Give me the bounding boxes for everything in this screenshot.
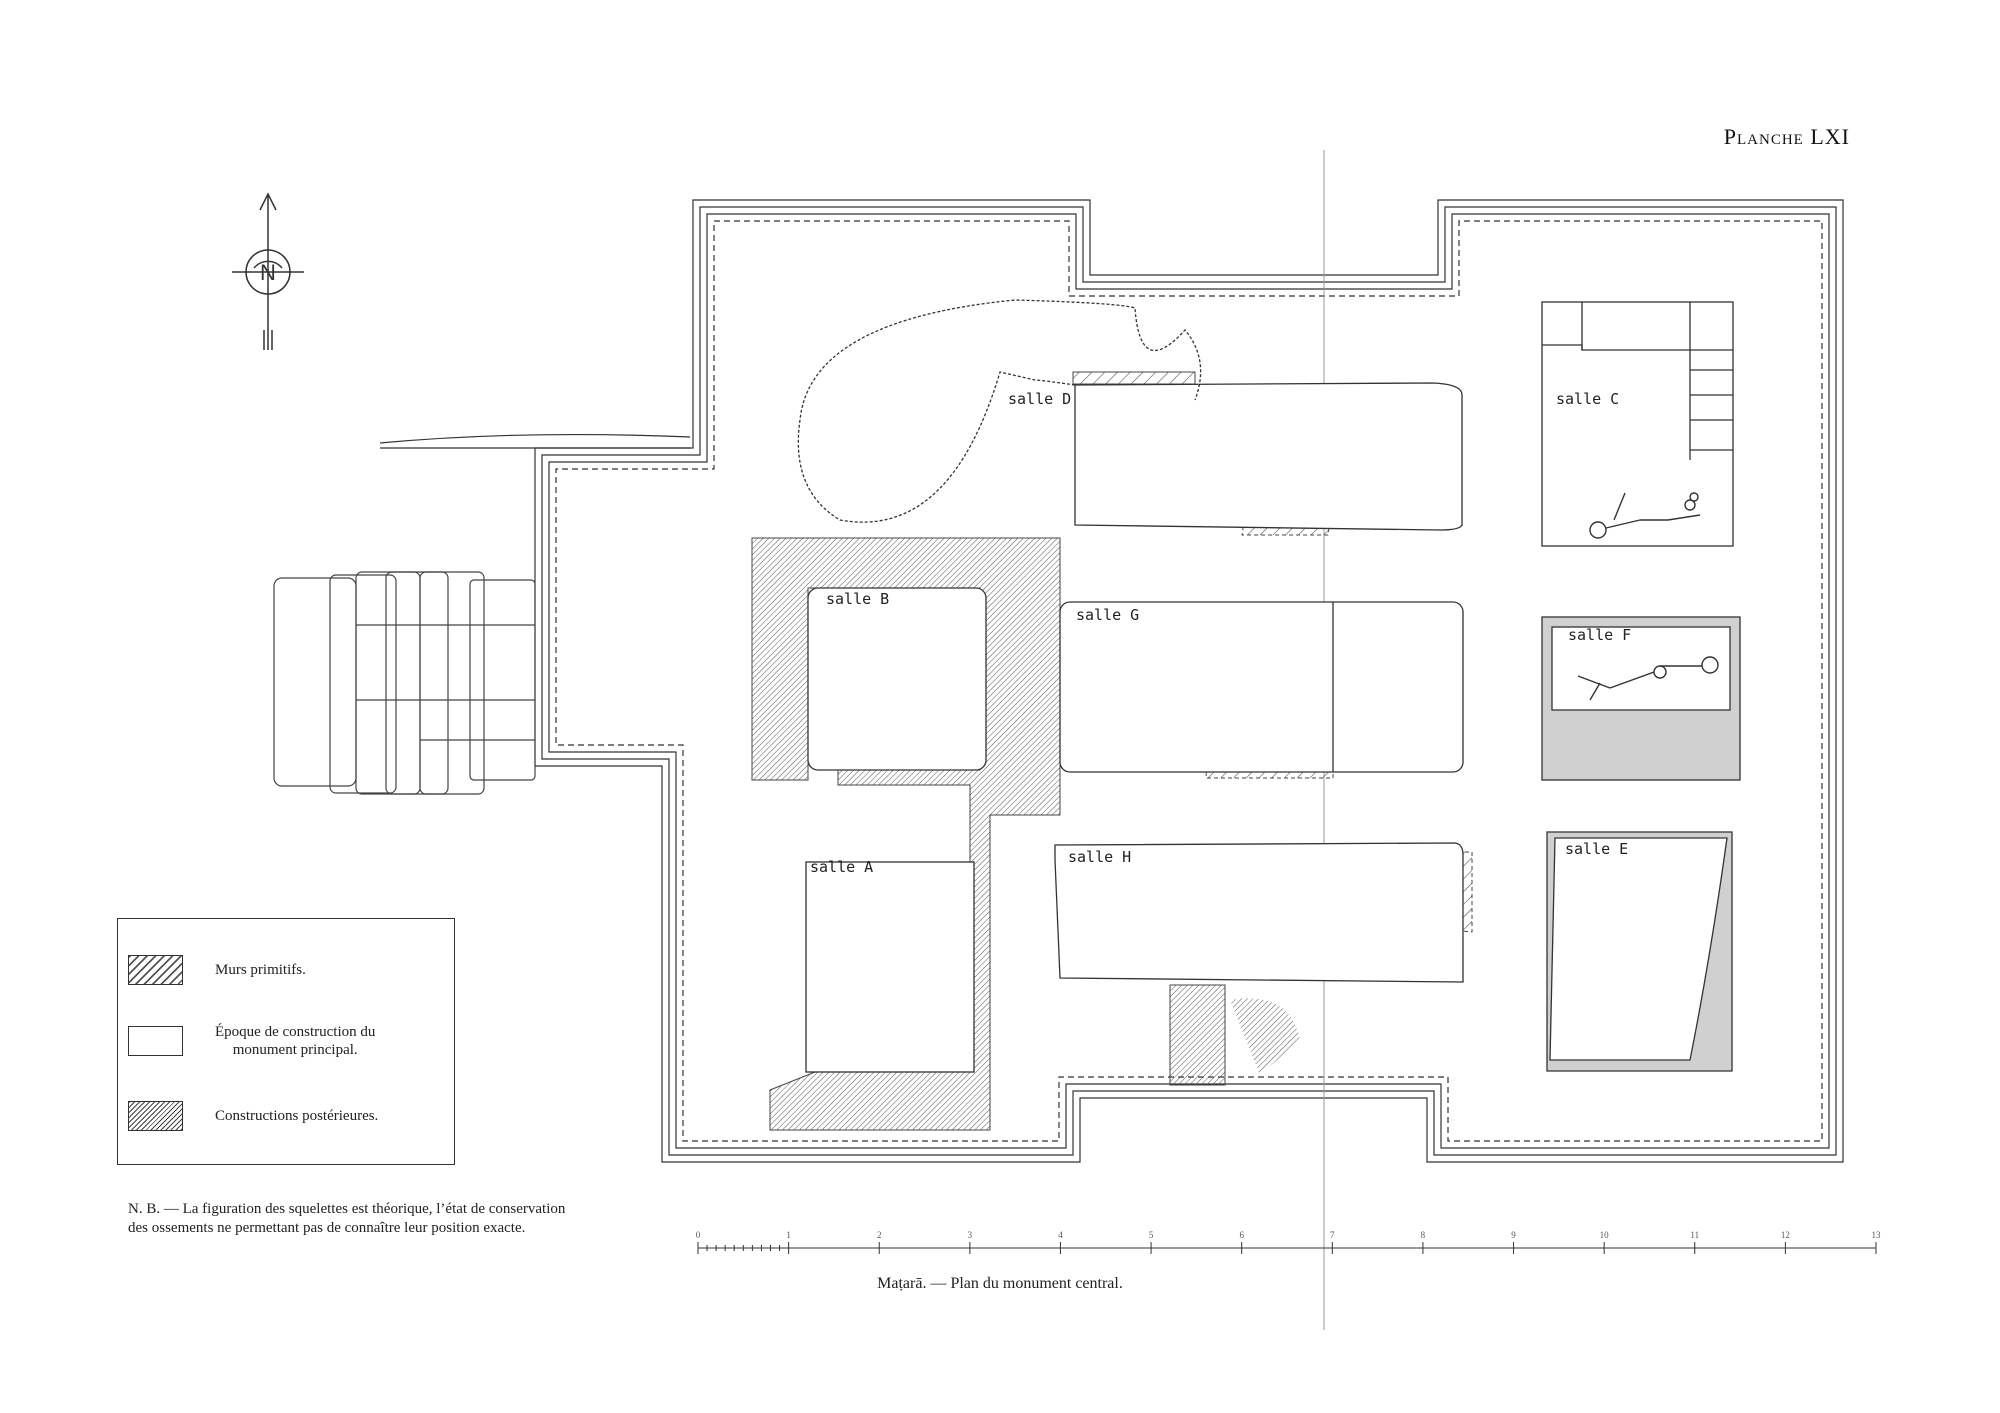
room-label-d: salle D <box>1008 390 1071 408</box>
west-stairs-drawing <box>273 571 536 795</box>
footnote-head: N. B. — <box>128 1201 179 1217</box>
scale-tick-label: 7 <box>1330 1230 1335 1240</box>
room-label-c: salle C <box>1556 390 1619 408</box>
scale-tick-label: 12 <box>1781 1230 1790 1240</box>
main-construction-swatch <box>128 1026 183 1056</box>
room-labels: salle D salle C salle B salle G salle F … <box>810 390 1631 876</box>
scale-tick-label: 5 <box>1149 1230 1154 1240</box>
scale-tick-label: 4 <box>1058 1230 1063 1240</box>
scale-tick-label: 2 <box>877 1230 882 1240</box>
primitive-walls-swatch <box>128 955 183 985</box>
posterior-constructions-swatch <box>128 1101 183 1131</box>
figure-caption: Maṭarā. — Plan du monument central. <box>877 1275 1123 1292</box>
legend-label-main-line2: monument principal. <box>232 1042 358 1058</box>
legend-item-posterior: Constructions postérieures. <box>128 1101 378 1131</box>
scale-tick-label: 0 <box>696 1230 701 1240</box>
room-label-g: salle G <box>1076 606 1139 624</box>
legend-label-main-line1: Époque de construction du <box>215 1024 376 1040</box>
legend-label-main: Époque de construction du monument princ… <box>215 1023 375 1059</box>
room-label-f: salle F <box>1568 626 1631 644</box>
legend-label-primitive: Murs primitifs. <box>215 962 306 978</box>
scale-tick-label: 10 <box>1600 1230 1610 1240</box>
scale-tick-label: 9 <box>1511 1230 1516 1240</box>
room-outlines <box>797 299 1741 1073</box>
compass-letter: N <box>260 260 276 285</box>
scale-tick-label: 8 <box>1421 1230 1426 1240</box>
room-label-e: salle E <box>1565 840 1628 858</box>
footnote: N. B. — La figuration des squelettes est… <box>128 1200 568 1238</box>
legend-label-posterior: Constructions postérieures. <box>215 1108 379 1124</box>
room-label-b: salle B <box>826 590 889 608</box>
room-label-h: salle H <box>1068 848 1131 866</box>
skeleton-c-icon <box>1589 492 1701 539</box>
legend-item-main: Époque de construction du monument princ… <box>128 1023 375 1059</box>
room-label-a: salle A <box>810 858 873 876</box>
footnote-body: La figuration des squelettes est théoriq… <box>128 1201 566 1236</box>
north-arrow-icon: N <box>232 192 304 350</box>
scale-tick-label: 6 <box>1239 1230 1244 1240</box>
scale-tick-label: 3 <box>968 1230 973 1240</box>
scale-tick-label: 1 <box>786 1230 791 1240</box>
legend-item-primitive: Murs primitifs. <box>128 955 306 985</box>
skeleton-f-icon <box>1577 656 1719 701</box>
legend: Murs primitifs. Époque de construction d… <box>117 918 455 1165</box>
scale-tick-label: 13 <box>1872 1230 1882 1240</box>
scale-tick-label: 11 <box>1690 1230 1699 1240</box>
plate-number: Planche LXI <box>1723 124 1850 149</box>
